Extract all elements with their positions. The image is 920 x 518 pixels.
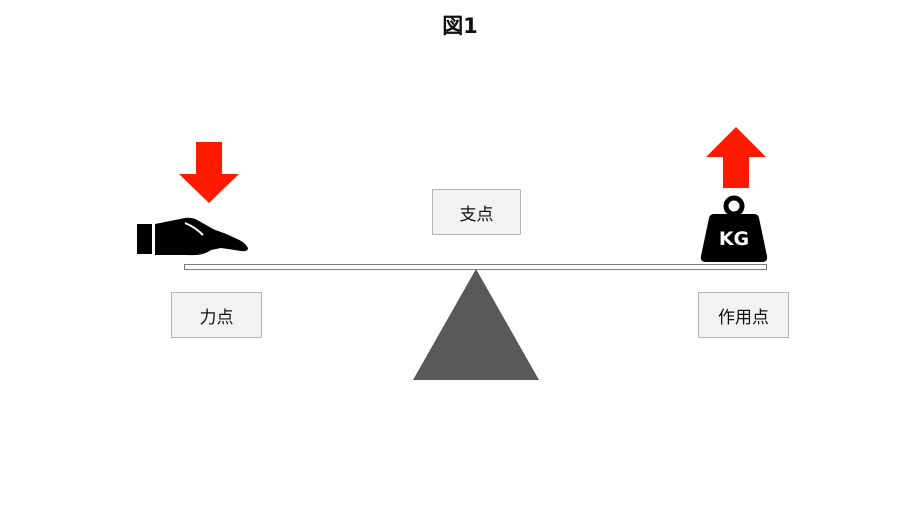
lever-bar bbox=[184, 264, 767, 270]
diagram-title: 図1 bbox=[442, 14, 478, 38]
fulcrum-label: 支点 bbox=[432, 189, 521, 235]
load-label: 作用点 bbox=[698, 292, 789, 338]
kg-weight-label: KG bbox=[718, 228, 750, 250]
arrow-down-icon bbox=[179, 142, 239, 203]
arrow-up-icon bbox=[706, 127, 766, 188]
triangle-fulcrum bbox=[413, 269, 539, 380]
kg-weight-icon: KG bbox=[700, 194, 768, 262]
effort-label: 力点 bbox=[171, 292, 262, 338]
hand-pressing-icon bbox=[137, 217, 248, 256]
